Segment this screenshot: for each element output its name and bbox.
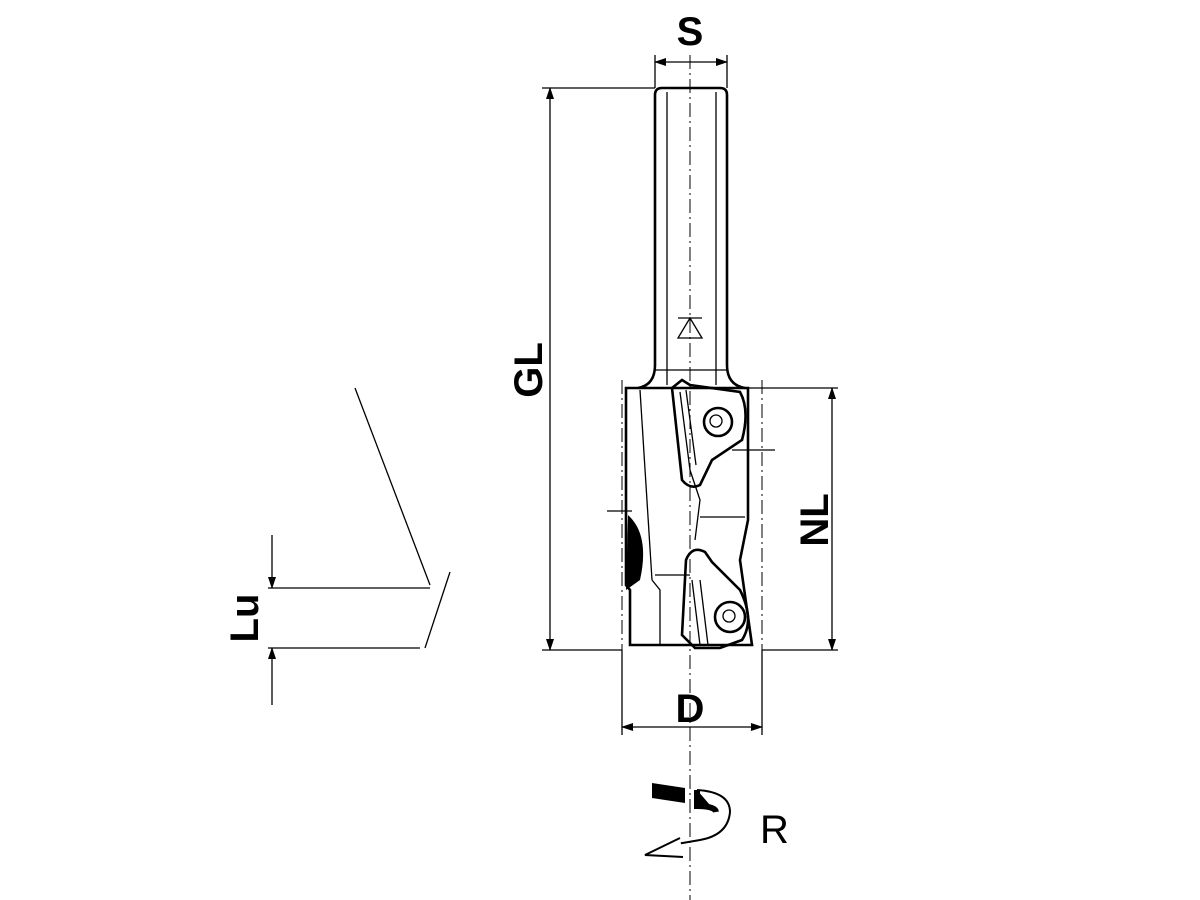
- label-s: S: [677, 10, 704, 54]
- label-gl: GL: [507, 342, 551, 398]
- dimension-gl: GL: [507, 87, 655, 651]
- dimension-nl: NL: [745, 387, 838, 651]
- clamping-triangle-icon: [676, 316, 704, 339]
- upper-screw-icon: [702, 406, 734, 438]
- side-insert: [626, 515, 644, 590]
- dimension-lu: Lu: [223, 387, 451, 705]
- label-lu: Lu: [223, 594, 267, 643]
- rotation-direction-icon: [644, 783, 732, 858]
- label-rotation: R: [760, 808, 789, 852]
- lower-screw-icon: [713, 600, 747, 634]
- label-nl: NL: [793, 493, 837, 546]
- label-d: D: [676, 687, 705, 731]
- dimension-d: D: [621, 650, 763, 735]
- lower-insert: [680, 548, 750, 650]
- dimension-s: S: [654, 10, 728, 88]
- upper-insert: [670, 378, 747, 488]
- cutter-body: [607, 378, 775, 650]
- shank: [637, 86, 746, 390]
